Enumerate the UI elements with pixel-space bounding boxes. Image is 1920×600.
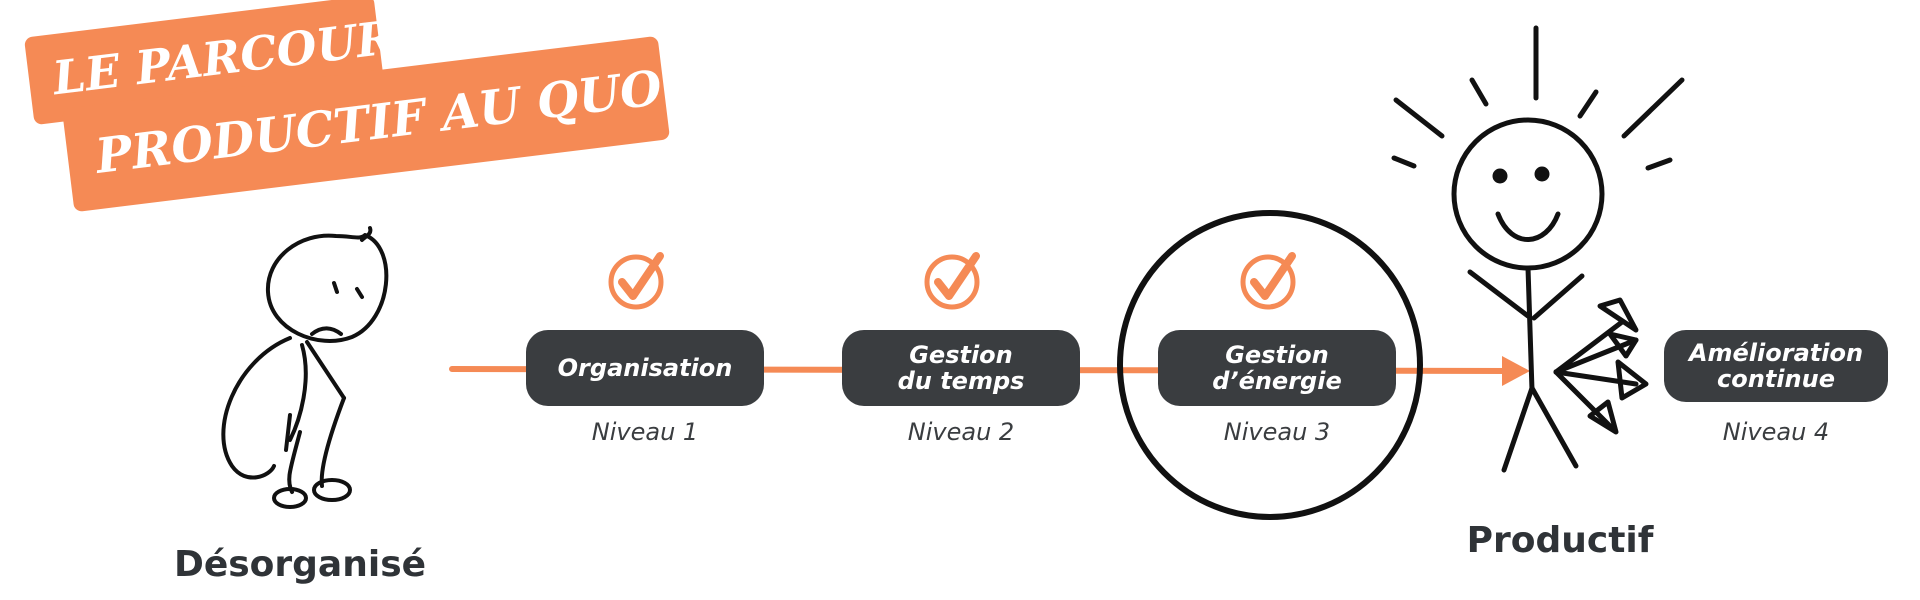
arrow-right-icon	[1502, 356, 1530, 386]
check-circle-icon	[924, 252, 980, 310]
step-label: Amélioration continue	[1688, 339, 1864, 393]
step-label: Gestion d’énergie	[1212, 341, 1342, 395]
step-level-4: Niveau 4	[1722, 418, 1830, 446]
start-caption: Désorganisé	[173, 544, 427, 585]
check-circle-icon	[1240, 252, 1296, 310]
highlight-circle	[1117, 210, 1423, 520]
step-pill-amelioration-continue: Amélioration continue	[1664, 330, 1888, 402]
step-level-2: Niveau 2	[907, 418, 1015, 446]
step-label: Gestion du temps	[897, 341, 1025, 395]
step-level-1: Niveau 1	[591, 418, 699, 446]
check-circle-icon	[608, 252, 664, 310]
step-label: Organisation	[557, 354, 733, 382]
end-caption: Productif	[1466, 520, 1654, 561]
step-pill-gestion-du-temps: Gestion du temps	[842, 330, 1080, 406]
happy-stick-figure	[1391, 25, 1685, 473]
step-pill-gestion-energie: Gestion d’énergie	[1158, 330, 1396, 406]
step-level-3: Niveau 3	[1223, 418, 1331, 446]
sad-stick-figure	[221, 226, 389, 509]
step-pill-organisation: Organisation	[526, 330, 764, 406]
